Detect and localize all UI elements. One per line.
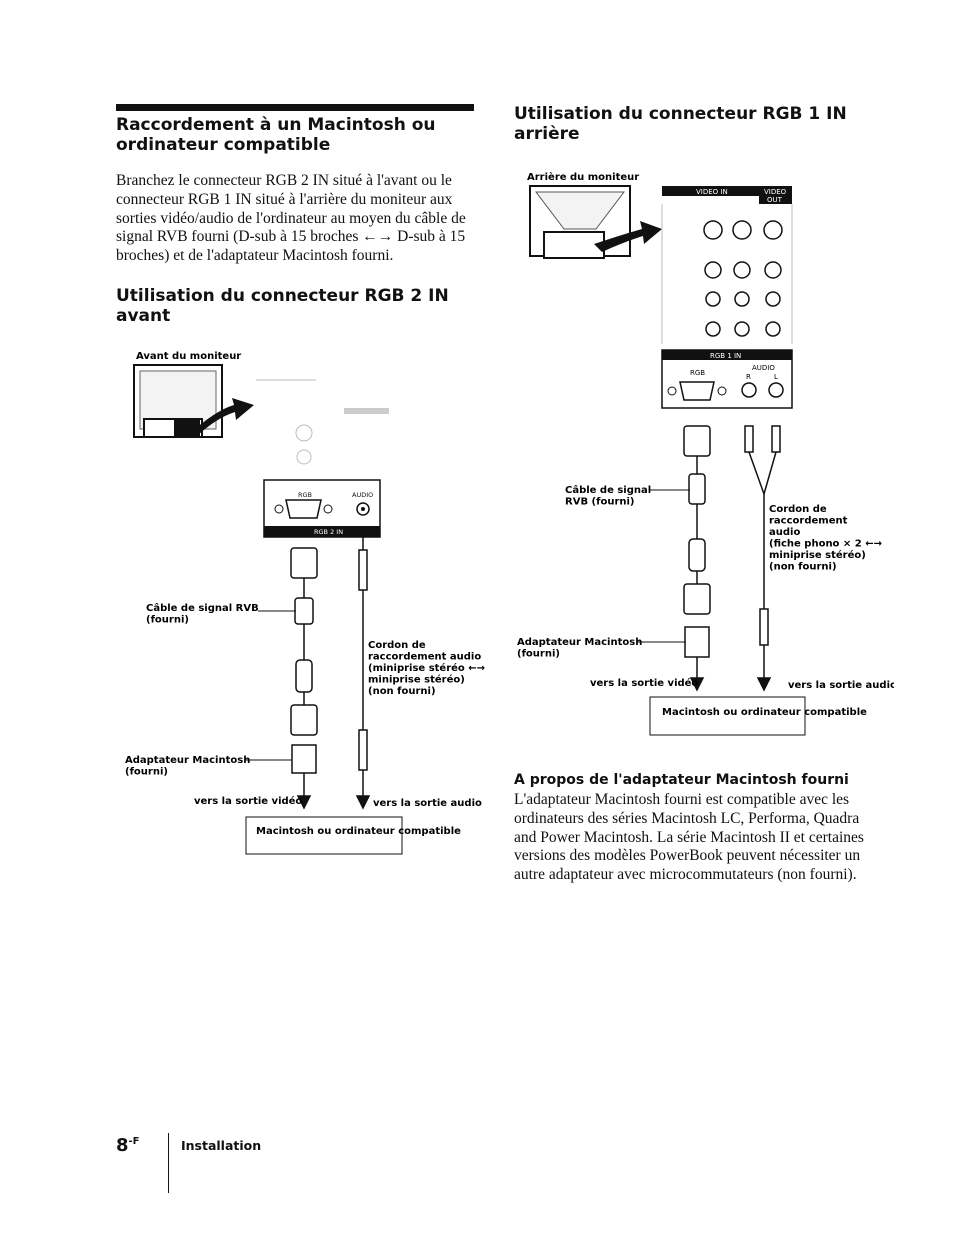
svg-text:RGB: RGB <box>298 491 312 499</box>
monitor-rear-illustration <box>529 185 631 259</box>
rear-audio-out-label: vers la sortie audio <box>788 680 894 691</box>
rear-audio-cable <box>744 425 781 692</box>
rear-leader-lines <box>638 489 690 643</box>
video-panel: VIDEO IN VIDEO OUT <box>661 186 793 344</box>
front-connection-diagram: Avant du moniteur RGB AUDIO RGB 2 IN <box>125 351 485 855</box>
svg-text:OUT: OUT <box>767 196 783 204</box>
rgb2-in-panel: RGB AUDIO RGB 2 IN <box>263 479 381 538</box>
left-subheading: Utilisation du connecteur RGB 2 IN avant <box>116 286 449 326</box>
page-number: 8-F <box>116 1135 140 1156</box>
svg-text:R: R <box>746 373 751 381</box>
audio-cable <box>355 530 371 810</box>
faint-panel-sketch <box>256 379 389 465</box>
rear-video-cable <box>683 425 711 692</box>
rear-computer-box: Macintosh ou ordinateur compatible <box>649 696 867 736</box>
front-computer-box: Macintosh ou ordinateur compatible <box>245 816 461 855</box>
front-monitor-label: Avant du moniteur <box>136 351 241 362</box>
svg-text:AUDIO: AUDIO <box>752 364 775 372</box>
front-video-out-label: vers la sortie vidéo <box>194 795 302 807</box>
rear-monitor-label: Arrière du moniteur <box>527 171 639 183</box>
svg-text:L: L <box>774 373 778 381</box>
svg-text:Macintosh ou ordinateur compat: Macintosh ou ordinateur compatible <box>256 826 461 837</box>
left-heading: Raccordement à un Macintosh ou ordinateu… <box>116 115 436 155</box>
footer-divider <box>168 1133 169 1193</box>
heading-rule <box>116 104 474 111</box>
footer-section-label: Installation <box>181 1138 262 1153</box>
video-cable <box>290 547 318 810</box>
svg-text:RGB 1 IN: RGB 1 IN <box>710 352 741 360</box>
arrow-icon-rear <box>594 221 662 252</box>
rear-connection-diagram: Arrière du moniteur VIDEO IN VIDEO OUT R… <box>517 171 894 736</box>
right-heading: Utilisation du connecteur RGB 1 IN arriè… <box>514 104 847 144</box>
rear-video-out-label: vers la sortie vidéo <box>590 677 698 689</box>
rgb1-in-panel: RGB 1 IN RGB AUDIO R L <box>661 349 793 409</box>
front-cable-label: Câble de signal RVB(fourni) <box>146 602 259 626</box>
about-adapter-paragraph: L'adaptateur Macintosh fourni est compat… <box>514 791 864 884</box>
leader-lines <box>246 610 296 761</box>
about-adapter-heading: A propos de l'adaptateur Macintosh fourn… <box>514 772 849 788</box>
svg-text:RGB: RGB <box>690 369 705 377</box>
svg-text:VIDEO: VIDEO <box>764 188 787 196</box>
svg-text:VIDEO IN: VIDEO IN <box>696 188 728 196</box>
front-adapter-label: Adaptateur Macintosh(fourni) <box>125 755 250 778</box>
svg-text:Macintosh ou ordinateur compat: Macintosh ou ordinateur compatible <box>662 707 867 718</box>
rear-adapter-label: Adaptateur Macintosh(fourni) <box>517 637 642 660</box>
front-audio-out-label: vers la sortie audio <box>373 798 482 809</box>
left-intro-paragraph: Branchez le connecteur RGB 2 IN situé à … <box>116 172 466 265</box>
arrow-icon <box>188 398 254 437</box>
svg-text:AUDIO: AUDIO <box>352 491 373 499</box>
svg-text:RGB 2 IN: RGB 2 IN <box>314 528 343 536</box>
monitor-front-illustration <box>133 364 223 438</box>
